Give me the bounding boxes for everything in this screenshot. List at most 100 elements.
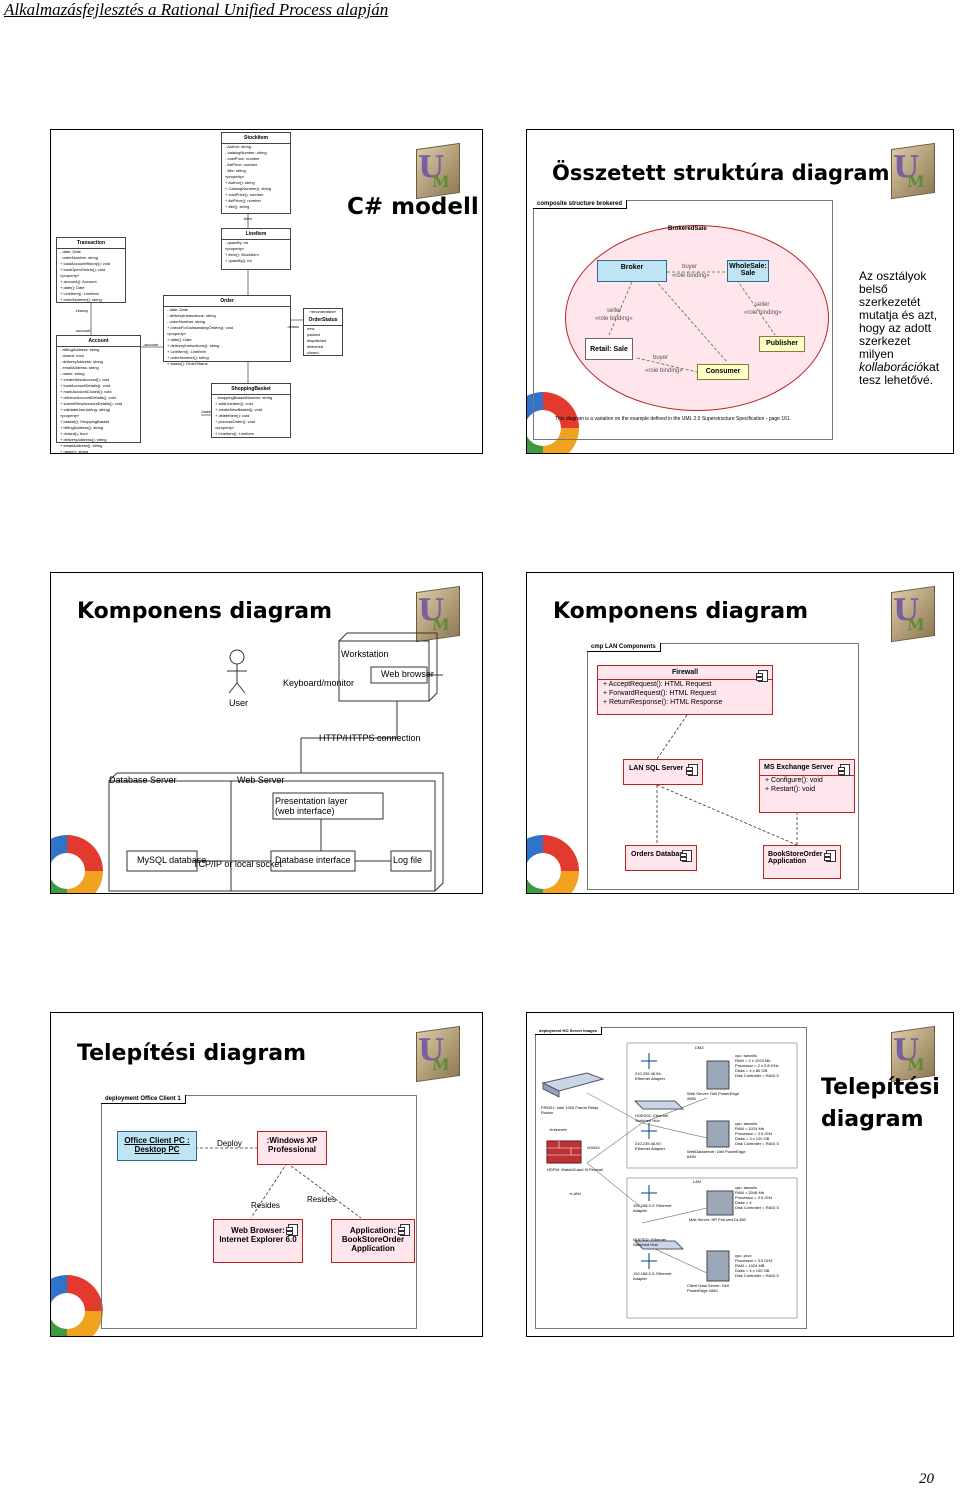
line-item: - orderNumber: string bbox=[167, 319, 206, 324]
line-item: + checkForOutstandingOrders(): void bbox=[167, 325, 233, 330]
component-icon bbox=[686, 764, 698, 776]
database-interface-label: Database interface bbox=[275, 855, 351, 865]
line-item: + item(): StockItem bbox=[225, 252, 259, 257]
line-item: Disks = 3 x 120 GB bbox=[735, 1136, 770, 1141]
line-item: closed bbox=[307, 350, 319, 355]
slide-title-line-1: Telepítési bbox=[821, 1075, 940, 1100]
switch-2-label: HOES02: Ethernet Switched Hub bbox=[633, 1237, 667, 1247]
line-item: + costPrice(): number bbox=[225, 192, 264, 197]
line-item: dispatched bbox=[307, 338, 327, 343]
diagram-frame bbox=[533, 200, 833, 440]
line-item: - quantity: int bbox=[225, 240, 248, 245]
internet-tag: «Internet» bbox=[549, 1127, 568, 1132]
frame-tag: deployment Office Client 1 bbox=[101, 1095, 186, 1104]
class-order: Order - date: Date- deliveryInstructions… bbox=[163, 295, 291, 366]
assoc-label-basket: -basket bbox=[201, 409, 215, 414]
part-broker: Broker bbox=[597, 260, 667, 282]
role-seller-right: seller bbox=[755, 302, 770, 308]
line-item: RAM = 2 x 1024 Mb bbox=[735, 1058, 771, 1063]
component-orders-database: Orders Database bbox=[625, 845, 697, 871]
node-office-client-pc: Office Client PC : Desktop PC bbox=[117, 1131, 197, 1161]
line-item: cpu: tamaño bbox=[735, 1185, 758, 1190]
assoc-label-status: -status bbox=[287, 324, 300, 329]
line-item: «property» bbox=[60, 413, 80, 418]
line-item: cpu: tamaño bbox=[735, 1121, 758, 1126]
line-item: + createNewAccount(): void bbox=[60, 377, 110, 382]
line-item: + billingAddress(): string bbox=[60, 425, 104, 430]
line-item: + orderNumber(): string bbox=[167, 355, 209, 360]
component-lan-sql-server: LAN SQL Server bbox=[623, 759, 703, 785]
exchange-operations: + Configure(): void + Restart(): void bbox=[760, 776, 854, 794]
component-windows-xp: :Windows XP Professional bbox=[257, 1131, 327, 1165]
component-dependencies bbox=[656, 714, 798, 846]
line-item: + loadOpenOrders(): void bbox=[60, 267, 106, 272]
line-item: + basket(): ShoppingBasket bbox=[60, 419, 110, 424]
mailserver-label: Mail Server: HP ProLiant DL380 bbox=[689, 1217, 746, 1222]
line-item: - deliveryInstructions: string bbox=[167, 313, 216, 318]
network-diagram bbox=[541, 1042, 798, 1319]
line-item: + addLineItem(): void bbox=[215, 401, 253, 406]
line-item: + AcceptRequest(): HTML Request bbox=[603, 681, 712, 688]
line-item: «property» bbox=[215, 425, 235, 430]
adapter-2-label: 210.239.48.90: Ethernet Adapter bbox=[635, 1141, 666, 1151]
line-item: + ReturnResponse(): HTML Response bbox=[603, 699, 723, 706]
slide-title: Komponens diagram bbox=[553, 599, 809, 624]
line-item: + submitNewAccountDetails(): void bbox=[60, 401, 123, 406]
role-connectors bbox=[608, 271, 776, 373]
line-item: Disks = 4 x 80 GB bbox=[735, 1068, 768, 1073]
line-item: + LineItem(): LineItem bbox=[215, 431, 255, 436]
line-item: + loadAccountHistory(): void bbox=[60, 261, 111, 266]
role-seller-left: seller bbox=[607, 308, 622, 314]
line-item: + markAccountClosed(): void bbox=[60, 389, 112, 394]
component-icon bbox=[756, 670, 768, 682]
class-attributes: - date: Date- deliveryInstructions: stri… bbox=[164, 307, 290, 367]
rup-wheel-icon bbox=[527, 392, 579, 453]
line-item: + title(): string bbox=[225, 204, 250, 209]
line-item: Disk Controller = RAID 5 bbox=[735, 1141, 779, 1146]
assoc-label-account: -account bbox=[75, 328, 91, 333]
component-web-browser: Web Browser: Internet Explorer 6.0 bbox=[213, 1219, 303, 1263]
line-item: + orderNumber(): string bbox=[60, 297, 102, 302]
line-item: - catalogNumber: string bbox=[225, 150, 267, 155]
webdataserver-label: WebDataserver: Dell PowerEdge 6450 bbox=[687, 1149, 746, 1159]
line-item: + Restart(): void bbox=[765, 786, 815, 793]
uml-association-lines bbox=[90, 214, 303, 416]
tcpip-label: TCP/IP or local socket bbox=[193, 859, 282, 869]
part-publisher: Publisher bbox=[759, 336, 805, 352]
component-firewall: Firewall + AcceptRequest(): HTML Request… bbox=[597, 665, 773, 715]
line-item: - Author: string bbox=[225, 144, 252, 149]
keyboard-monitor-label: Keyboard/monitor bbox=[283, 678, 355, 688]
line-item: + status(): OrderStatus bbox=[167, 361, 208, 366]
line-item: - costPrice: number bbox=[225, 156, 260, 161]
line-item: + processOrder(): void bbox=[215, 419, 255, 424]
component-icon bbox=[286, 1224, 298, 1236]
class-attributes: - quantity: int«property»+ item(): Stock… bbox=[222, 240, 290, 264]
line-item: + createNewBasket(): void bbox=[215, 407, 263, 412]
component-bookstore-app: BookStoreOrder Application bbox=[763, 845, 841, 879]
web-browser-label: Web browser bbox=[381, 669, 434, 679]
line-item: packed bbox=[307, 332, 320, 337]
component-ms-exchange: MS Exchange Server + Configure(): void+ … bbox=[759, 759, 855, 813]
assoc-label-item: -item bbox=[243, 216, 252, 221]
line-item: cpu: tamaño bbox=[735, 1053, 758, 1058]
deployment-links bbox=[195, 1147, 362, 1219]
line-item: + Configure(): void bbox=[765, 777, 823, 784]
line-item: - date: Date bbox=[167, 307, 188, 312]
router-label: FRW01: Intel 1000 Frame Relay Router bbox=[541, 1105, 599, 1115]
line-item: - date: Date bbox=[60, 249, 81, 254]
line-item: Processor = 3.0 GHz bbox=[735, 1195, 773, 1200]
rup-wheel-icon bbox=[51, 835, 103, 893]
workstation-label: Workstation bbox=[341, 649, 389, 659]
